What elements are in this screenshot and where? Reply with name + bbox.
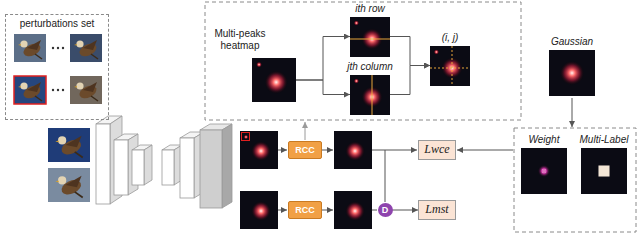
process-box: RCC [288,201,322,219]
heatmap [521,148,567,194]
heading: ith row [339,3,401,15]
heading: jth column [339,61,401,73]
heatmap-node: Multi-Label [573,134,635,194]
connector [393,210,419,211]
connector [296,80,350,95]
heatmap-frame [549,50,595,96]
heading: perturbations set [6,15,108,30]
loss-box: Lmst [418,200,456,220]
input-images [48,128,90,202]
heatmap [350,75,390,115]
encoder-decoder [96,116,232,208]
heading: (i, j) [419,32,481,44]
box-label: D [382,205,389,215]
heading: Weight [515,134,573,146]
heatmap-frame [350,75,390,115]
heatmap [350,17,390,57]
group-frame: perturbations set [5,14,109,120]
rcc-detail-frame [205,2,521,120]
heatmap [252,58,296,102]
process-box: RCC [288,141,322,159]
heatmap [581,148,627,194]
box-label: RCC [295,145,315,155]
box-label: RCC [295,205,315,215]
heatmap-frame [521,148,567,194]
operator-circle: D [378,203,393,217]
heatmap-node: Weight [515,134,573,194]
connector [390,37,430,66]
heatmap-frame [350,17,390,57]
heatmap-frame [430,46,470,86]
heading: Multi-Label [573,134,635,146]
heatmap [549,50,595,96]
heading: Multi-peaks heatmap [208,28,272,51]
heatmap-frame [581,148,627,194]
heading: Gaussian [541,36,603,48]
heatmap [430,46,470,86]
box-label: Lmst [425,203,448,217]
heatmap-node: (i, j) [419,32,481,86]
detail-pointer [305,122,306,140]
heatmap-node: ith row [339,3,401,57]
heatmap-node: jth column [339,61,401,115]
heatmap-frame [252,58,296,102]
loss-box: Lwce [418,140,456,160]
heatmap-node: Gaussian [541,36,603,96]
heatmap-node: Multi-peaks heatmap [208,28,298,104]
flow-lines [278,98,572,210]
connector [296,37,350,81]
bird-thumbnails [14,34,102,104]
heatmaps [240,131,372,229]
box-label: Lwce [424,143,449,157]
connector [390,66,430,95]
target-frame [514,128,636,232]
